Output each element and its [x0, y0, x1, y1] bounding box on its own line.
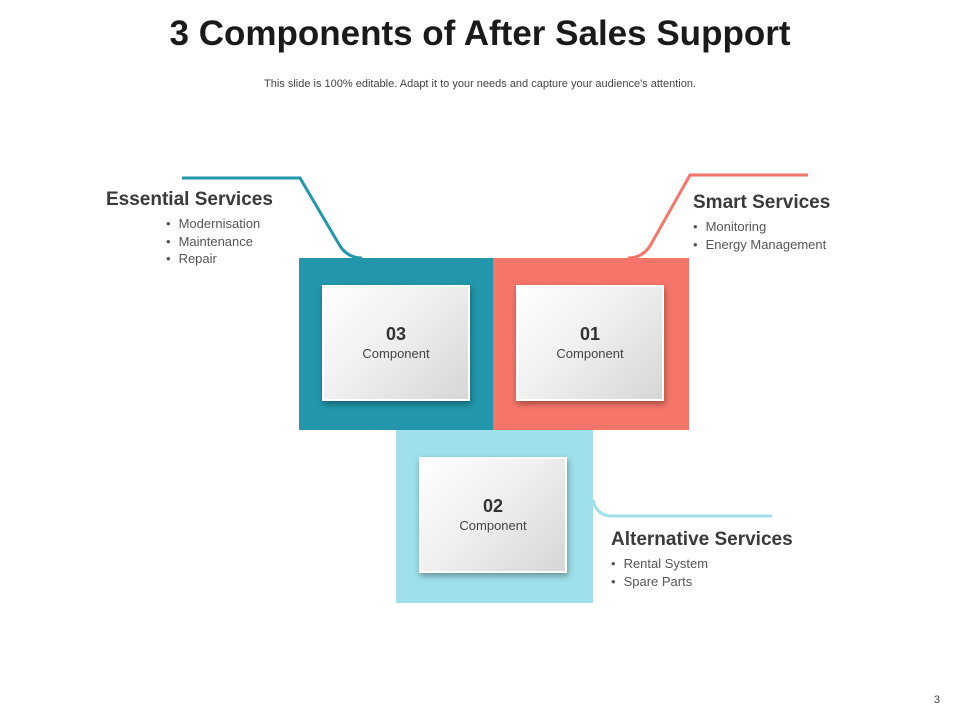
slide-subtitle: This slide is 100% editable. Adapt it to… [264, 78, 696, 90]
component-label: Component [459, 518, 527, 533]
alternative-services-title: Alternative Services [611, 529, 793, 550]
list-item: Energy Management [693, 236, 830, 254]
component-number: 02 [482, 496, 504, 516]
alternative-services-block: Alternative Services Rental System Spare… [611, 529, 793, 590]
component-card-01: 01 Component [516, 285, 664, 401]
essential-services-list: Modernisation Maintenance Repair [166, 215, 273, 268]
list-item: Repair [166, 250, 273, 268]
component-label: Component [556, 346, 624, 361]
alternative-connector [591, 499, 772, 518]
smart-connector [627, 173, 808, 260]
component-number: 01 [579, 324, 601, 344]
list-item: Modernisation [166, 215, 273, 233]
list-item: Monitoring [693, 218, 830, 236]
essential-services-title: Essential Services [106, 189, 273, 210]
smart-services-list: Monitoring Energy Management [693, 218, 830, 253]
alternative-services-list: Rental System Spare Parts [611, 555, 793, 590]
list-item: Spare Parts [611, 573, 793, 591]
component-card-02: 02 Component [419, 457, 567, 573]
slide-title: 3 Components of After Sales Support [169, 14, 791, 53]
page-number: 3 [933, 694, 940, 706]
smart-services-block: Smart Services Monitoring Energy Managem… [693, 192, 830, 253]
list-item: Maintenance [166, 233, 273, 251]
component-number: 03 [385, 324, 407, 344]
component-card-03: 03 Component [322, 285, 470, 401]
list-item: Rental System [611, 555, 793, 573]
component-label: Component [362, 346, 430, 361]
smart-services-title: Smart Services [693, 192, 831, 213]
essential-connector [182, 176, 363, 260]
essential-services-block: Essential Services Modernisation Mainten… [106, 189, 273, 268]
